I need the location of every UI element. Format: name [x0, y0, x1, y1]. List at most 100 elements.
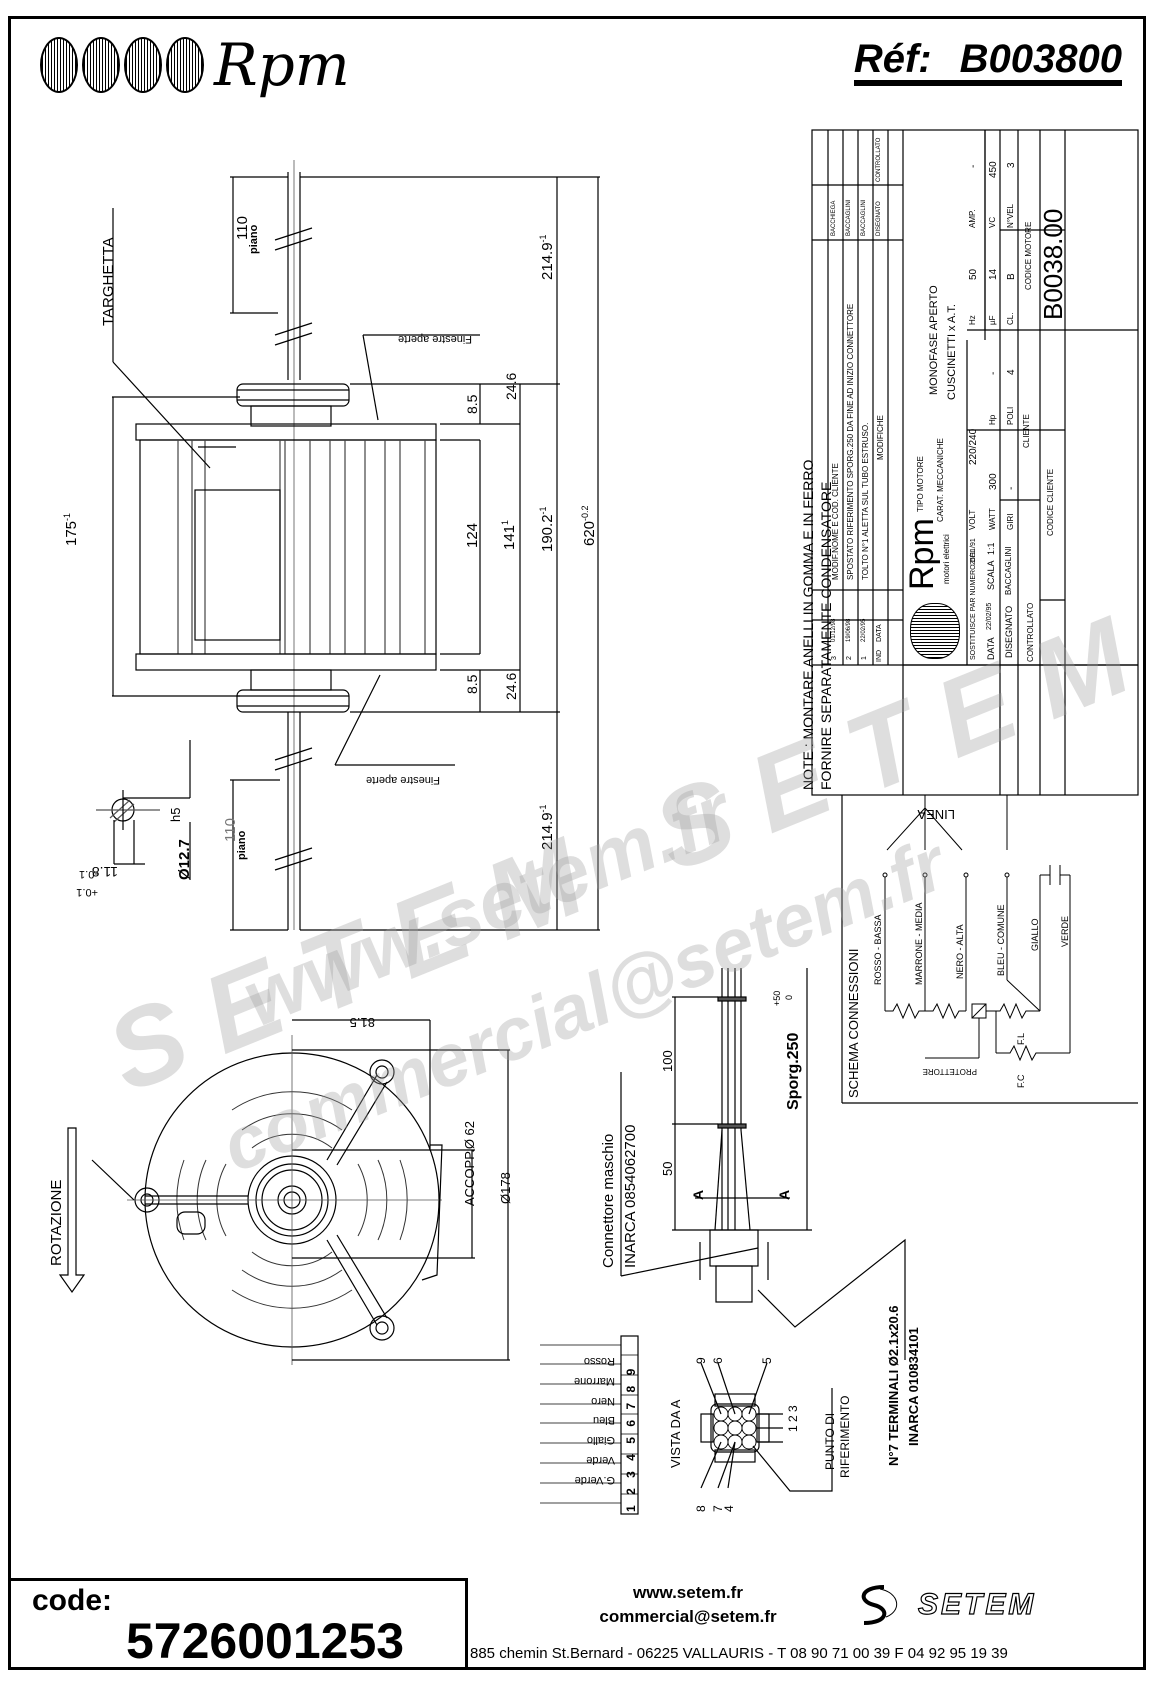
- code-box: [8, 1578, 468, 1670]
- connector-title: Connettore maschio: [600, 1133, 617, 1268]
- dim-620: 620-0.2: [580, 505, 598, 546]
- data-value: 22/02/95: [986, 602, 993, 630]
- fc-label: F.C: [1016, 1074, 1026, 1089]
- setem-logo: SETEM: [850, 1583, 1036, 1627]
- dim-214-bottom: 214.9-1: [538, 804, 556, 850]
- codice-cliente-label: CODICE CLIENTE: [1046, 468, 1055, 536]
- code-label: code:: [32, 1584, 113, 1617]
- dim-190-tol: -1: [538, 506, 548, 515]
- rev-2-ind: 2: [846, 656, 853, 660]
- terminals-part: INARCA 010834101: [906, 1327, 921, 1446]
- sostituisce-date: 25/11/91: [970, 538, 977, 565]
- pin-label-6: 6: [711, 1357, 725, 1364]
- scala-value: 1:1: [986, 542, 996, 555]
- dim-24-6-bottom: 24.6: [503, 672, 519, 700]
- pin-color-4: Bleu: [592, 1414, 615, 1426]
- pin-num: 4: [624, 1443, 638, 1461]
- dim-214-top-tol: -1: [538, 234, 548, 243]
- carat-label: CARAT. MECCANICHE: [936, 438, 945, 522]
- coil-icon: [82, 37, 120, 93]
- pin-color-2: Verde: [586, 1454, 615, 1466]
- pin-color-1: G.Verde: [574, 1474, 615, 1486]
- dim-141-value: 141: [501, 524, 518, 550]
- rev-3-ind: 3: [831, 656, 838, 660]
- dim-8-5-top: 8.5: [464, 394, 480, 414]
- dim-175-value: 175: [63, 520, 80, 546]
- spec-cl-label: CL.: [1006, 312, 1015, 325]
- pin-numbers: 123456789: [624, 1358, 638, 1512]
- dim-190: 190.2-1: [538, 506, 556, 552]
- spec-volt-label: VOLT: [968, 509, 977, 530]
- shaft-flat-tol-plus: +0.1: [76, 886, 98, 898]
- shaft-fit: h5: [168, 807, 183, 822]
- spec-giri-label: GIRI: [1006, 513, 1015, 530]
- spec-nvel-value: 3: [1006, 162, 1017, 168]
- rev-2-modifiche: SPOSTATO RIFERIMENTO SPORG.250 DA FINE A…: [846, 303, 855, 580]
- spec-hz-label: Hz: [968, 315, 977, 325]
- dim-178: Ø178: [498, 1172, 513, 1204]
- dim-8-5-bottom: 8.5: [464, 674, 480, 694]
- titleblock-company: Rpm: [903, 518, 941, 590]
- wire-verde: VERDE: [1060, 915, 1070, 947]
- sostituisce-label: SOSTITUISCE PAR NUMERO DEL: [970, 548, 977, 660]
- brand-name: Rpm: [214, 31, 350, 99]
- rev-2-disegnato: BACCAGLINI: [846, 199, 852, 236]
- spec-uf-label: µF: [988, 315, 997, 326]
- reference-number: Réf:B003800: [853, 37, 1122, 86]
- tipo-motore-label: TIPO MOTORE: [916, 456, 925, 512]
- rev-3-disegnato: BACCHIEGA: [831, 200, 837, 236]
- pin-num: 2: [624, 1477, 638, 1495]
- titleblock-rpm-logo: [905, 600, 963, 660]
- terminals-label: N°7 TERMINALI Ø2.1x20.6: [886, 1305, 901, 1466]
- pin-num: 1: [624, 1494, 638, 1512]
- code-value: 5726001253: [126, 1613, 405, 1669]
- dim-piano-top: piano: [248, 224, 260, 254]
- disegnato-value: BACCAGLINI: [1004, 546, 1013, 595]
- website-link[interactable]: www.setem.fr: [633, 1583, 743, 1602]
- rev-3-modifiche: MODIF.NOME E COD. CLIENTE: [831, 463, 840, 580]
- sporg-tol-minus: 0: [784, 994, 794, 1000]
- linea-label: LINEA: [917, 807, 955, 822]
- wire-marrone-media: MARRONE - MEDIA: [914, 902, 924, 985]
- dim-175-tol: -1: [62, 512, 72, 521]
- rev-header-disegnato: DISEGNATO: [876, 201, 882, 236]
- coil-icon: [124, 37, 162, 93]
- rev-1-modifiche: TOLTO N°1 ALETTA SUL TUBO ESTRUSO.: [861, 422, 870, 580]
- rev-header-data: DATA: [876, 624, 883, 642]
- dim-24-6-top: 24.6: [503, 372, 519, 400]
- email-link[interactable]: commercial@setem.fr: [599, 1607, 777, 1626]
- dim-141: 1411: [500, 520, 518, 550]
- dim-620-value: 620: [581, 520, 598, 546]
- spec-poli-label: POLI: [1006, 406, 1015, 425]
- data-label: DATA: [986, 637, 996, 660]
- spec-giri-value: -: [1006, 486, 1017, 490]
- spec-volt-value: 220/240: [968, 428, 979, 465]
- rev-2-data: 19/06/98: [846, 618, 852, 642]
- fl-label: F.L: [1016, 1032, 1026, 1045]
- carat-value: CUSCINETTI x A.T.: [946, 304, 958, 400]
- pin-label-9: 9: [694, 1357, 708, 1364]
- codice-motore-value: B0038.00: [1038, 208, 1068, 320]
- dim-214-bottom-tol: -1: [538, 804, 548, 813]
- spec-vc-value: 450: [988, 161, 999, 178]
- drawing-frame: [8, 16, 1146, 1670]
- dim-141-tol: 1: [500, 519, 510, 525]
- dim-81-5: 81.5: [349, 1015, 375, 1030]
- coil-icon: [910, 603, 960, 659]
- ref-value: B003800: [959, 37, 1122, 81]
- dim-190-value: 190.2: [539, 514, 556, 552]
- address: 885 chemin St.Bernard - 06225 VALLAURIS …: [470, 1645, 1008, 1662]
- dim-214-bottom-value: 214.9: [539, 812, 556, 850]
- section-a-right: A: [776, 1189, 792, 1200]
- spec-amp-label: AMP.: [968, 209, 977, 228]
- cliente-label: CLIENTE: [1022, 414, 1031, 448]
- connector-part: INARCA 0854062700: [622, 1124, 639, 1268]
- pin-num: 3: [624, 1460, 638, 1478]
- pin-num: 8: [624, 1375, 638, 1393]
- spec-vc-label: VC: [988, 216, 997, 228]
- rev-header-controllato: CONTROLLATO: [876, 137, 882, 182]
- finestre-aperte-top: Finestre aperte: [398, 333, 472, 345]
- pin-label-8: 8: [694, 1505, 708, 1512]
- tipo-motore-value: MONOFASE APERTO: [928, 285, 940, 395]
